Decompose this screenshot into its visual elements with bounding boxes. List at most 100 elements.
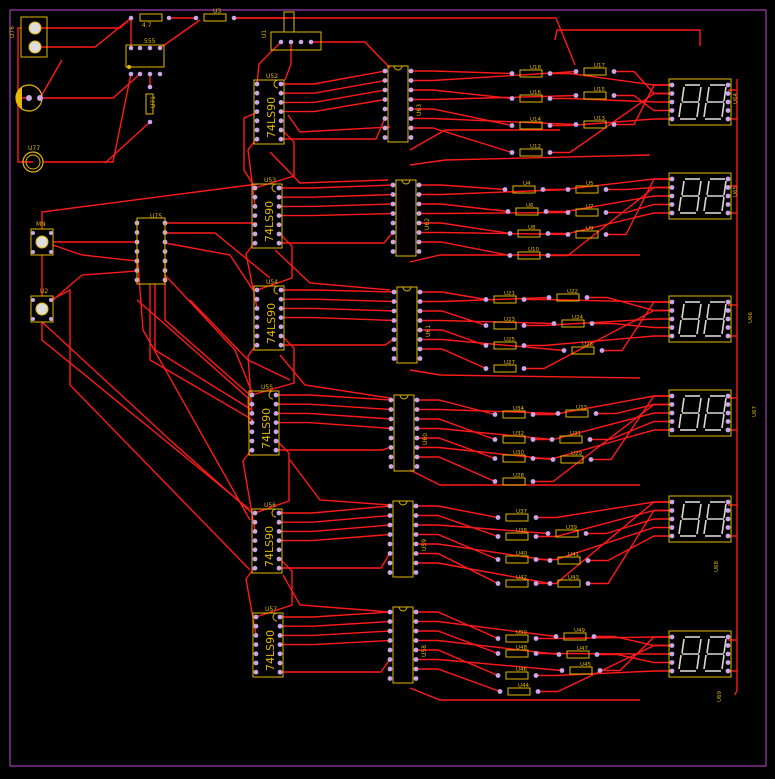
trace (269, 151, 389, 184)
pad (388, 397, 394, 403)
pad (521, 297, 527, 302)
notch (273, 285, 279, 295)
connector-u76: U76 (9, 16, 48, 58)
trace (420, 319, 555, 325)
u54-label: U54 (266, 279, 278, 286)
trace (279, 514, 391, 523)
pad (669, 82, 675, 88)
resistor-body (517, 251, 541, 260)
r49-label: U49 (574, 628, 586, 634)
u2-label: U2 (40, 288, 48, 295)
pad (530, 479, 536, 484)
segment (696, 196, 700, 212)
pad (417, 299, 423, 304)
pad (413, 570, 419, 575)
trace (592, 322, 672, 329)
counter-outline (252, 612, 284, 678)
trace (287, 114, 391, 133)
resistor-r41: U41 (547, 552, 591, 565)
segment (703, 196, 707, 212)
resistor-body (505, 579, 529, 588)
trace (279, 552, 391, 569)
segment (696, 654, 700, 670)
resistor-r34: U34 (492, 406, 536, 419)
trace (281, 316, 395, 322)
pad (553, 634, 559, 639)
r47-label: U47 (577, 646, 589, 652)
segment (698, 180, 702, 196)
pad (252, 565, 258, 571)
pad (565, 232, 571, 237)
pad (278, 333, 284, 339)
pad (495, 636, 501, 641)
pad (669, 108, 675, 113)
resistor-body (566, 650, 590, 659)
pad (669, 499, 675, 505)
trace (274, 249, 391, 291)
r48-label: U48 (516, 645, 528, 651)
pad (249, 420, 255, 425)
pad (603, 187, 609, 192)
u60-label: U60 (422, 433, 429, 445)
pad (387, 532, 393, 537)
trace (614, 84, 672, 126)
pad (725, 99, 731, 105)
pad (414, 445, 420, 450)
trace (420, 291, 487, 301)
r50-label: U50 (516, 630, 528, 636)
trace (254, 439, 290, 514)
pad (278, 81, 284, 87)
trace (419, 222, 511, 235)
pad (725, 393, 731, 399)
trace (279, 533, 391, 542)
trace (419, 211, 569, 215)
segment (698, 503, 702, 519)
pad (533, 636, 539, 641)
resistor-body (555, 529, 579, 538)
trace (104, 121, 151, 164)
pad (254, 118, 260, 124)
pad (416, 220, 422, 226)
pad (599, 348, 605, 353)
resistor-body (493, 364, 517, 373)
pad (669, 643, 675, 648)
u62-label: U62 (424, 218, 431, 230)
trace (276, 412, 392, 420)
notch (393, 65, 403, 71)
notch (273, 79, 279, 89)
trace (409, 687, 640, 701)
pad (382, 68, 388, 74)
pad (669, 508, 675, 513)
trace (41, 322, 250, 510)
pad (669, 333, 675, 339)
pad (273, 401, 279, 407)
pad (725, 410, 731, 416)
segment (703, 102, 707, 118)
resistor-body (507, 687, 531, 696)
pad (252, 185, 258, 191)
r41-label: U41 (568, 552, 579, 558)
pad (277, 651, 283, 657)
pad (254, 287, 260, 293)
resistor-u3: U3 (193, 8, 237, 22)
pad (387, 560, 393, 566)
trace (550, 97, 672, 103)
pad (390, 239, 396, 245)
pad (254, 324, 260, 330)
u55-label: U55 (261, 384, 273, 391)
segment (698, 397, 702, 413)
r30-label: U30 (513, 450, 525, 456)
trace (606, 203, 672, 214)
trace (419, 188, 569, 196)
segment (723, 180, 727, 196)
pad (507, 253, 513, 258)
trace (276, 446, 392, 451)
pad (725, 308, 731, 313)
pad (254, 342, 260, 348)
u3-label: U3 (213, 8, 221, 15)
r26-label: U26 (582, 342, 594, 348)
pad (252, 538, 258, 543)
d67-label: U67 (752, 405, 758, 417)
